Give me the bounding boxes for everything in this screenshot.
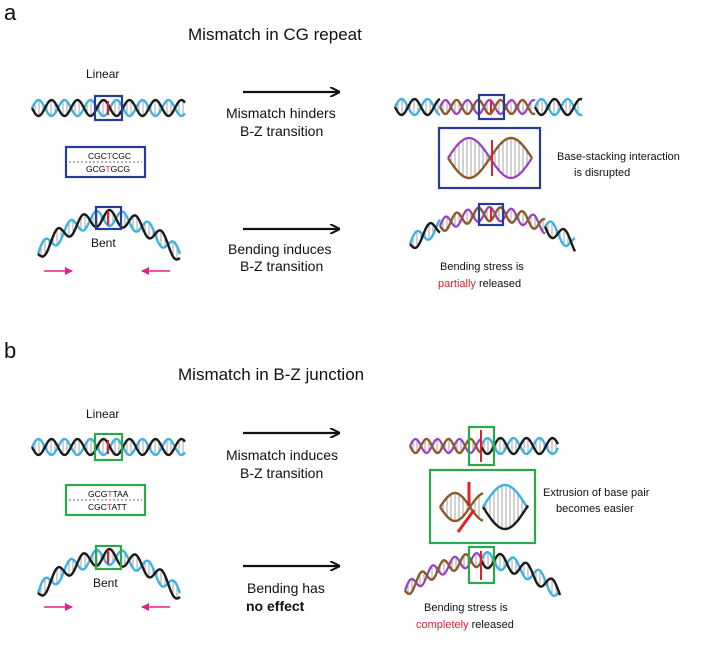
dna-strand: [439, 99, 536, 115]
panel-b-letter: b: [4, 338, 16, 363]
dna-strand: [439, 491, 484, 522]
panel-a-bent-dna: [36, 208, 182, 261]
panel-b-zoom-box: [428, 468, 537, 545]
panel-b-result-2-line-2: completely released: [416, 619, 514, 631]
panel-b-bent-box: [94, 544, 123, 571]
panel-a-bent-label: Bent: [91, 236, 116, 250]
panel-a-result-linear-box: [477, 93, 506, 121]
panel-a-arrow-2-line-1: Bending induces: [228, 241, 332, 257]
panel-a-result-2-line-2: partially released: [438, 278, 521, 290]
dna-strand: [393, 97, 441, 117]
dna-strand: [438, 98, 536, 116]
dna-strand: [36, 209, 182, 255]
panel-a-zoom-helix: [447, 136, 533, 180]
panel-b-result-1-line-2: becomes easier: [556, 503, 634, 515]
panel-b-result-linear-box: [467, 425, 496, 467]
dna-strand: [479, 436, 560, 456]
dna-strand: [533, 97, 583, 117]
panel-b-arrow-2-line-2: no effect: [246, 598, 305, 614]
panel-b-title: Mismatch in B-Z junction: [178, 365, 364, 384]
panel-b-result-bent-box: [467, 545, 496, 585]
panel-b-result-1-line-1: Extrusion of base pair: [543, 487, 650, 499]
panel-a-arrow-2-line-2: B-Z transition: [240, 258, 323, 274]
panel-b-linear-dna: [30, 437, 186, 457]
panel-a-zoom-box: [437, 126, 542, 190]
panel-a-linear-label: Linear: [86, 67, 119, 81]
panel-a-result-1-line-2: is disrupted: [574, 167, 630, 179]
panel-a-seq-top: CGCTCGC: [88, 151, 131, 161]
panel-a-result-bent-dna: [408, 206, 577, 252]
dna-strand: [408, 218, 442, 245]
dna-strand: [479, 550, 561, 598]
dna-strand: [36, 548, 182, 594]
panel-a-bent-box: [94, 205, 123, 231]
dna-strand: [439, 206, 546, 233]
panel-a-arrow-1-line-2: B-Z transition: [240, 123, 323, 139]
dna-strand: [543, 226, 577, 252]
panel-a-result-1-line-1: Base-stacking interaction: [557, 151, 680, 163]
dna-strand: [37, 547, 181, 600]
dna-strand: [447, 136, 533, 180]
panel-b-sequence-box: [64, 483, 147, 517]
panel-a-sequence-box: [64, 145, 147, 179]
panel-b-result-2-line-1: Bending stress is: [424, 602, 508, 614]
panel-a-result-bent-box: [477, 202, 505, 227]
panel-b-result-linear-dna: [408, 430, 560, 462]
dna-strand: [409, 221, 441, 250]
panel-b-linear-label: Linear: [86, 407, 119, 421]
panel-a-result-linear-dna: [393, 97, 583, 117]
panel-a-arrow-1-line-1: Mismatch hinders: [226, 105, 336, 121]
panel-b-seq-bottom: CGCTATT: [88, 502, 127, 512]
dna-strand: [393, 97, 441, 117]
panel-b: b Mismatch in B-Z junction Linear GCGTTA…: [4, 338, 650, 631]
panel-a-linear-box: [93, 94, 124, 122]
panel-b-arrow-1-line-1: Mismatch induces: [226, 447, 338, 463]
dna-strand: [481, 483, 530, 510]
dna-strand: [37, 208, 181, 261]
dna-strand: [544, 220, 576, 248]
panel-b-result-bent-dna: [403, 550, 562, 598]
dna-strand: [439, 492, 484, 523]
panel-b-arrow-1-line-2: B-Z transition: [240, 465, 323, 481]
panel-b-zoom-helix: [439, 482, 530, 533]
panel-b-linear-box: [93, 432, 124, 462]
panel-a-seq-bottom: GCGTGCG: [86, 164, 130, 174]
extruded-base-mark: [456, 509, 476, 533]
panel-b-arrow-2-line-1: Bending has: [247, 580, 325, 596]
panel-b-seq-top: GCGTTAA: [88, 489, 129, 499]
panel-b-bent-label: Bent: [93, 576, 118, 590]
panel-a-letter: a: [4, 0, 17, 25]
panel-b-bent-dna: [36, 547, 182, 600]
panel-a-result-2-line-1: Bending stress is: [440, 261, 524, 273]
panel-a-linear-dna: [30, 98, 186, 118]
dna-strand: [481, 504, 530, 531]
panel-a-title: Mismatch in CG repeat: [188, 25, 362, 44]
panel-a: a Mismatch in CG repeat Linear CGCTCGC G…: [4, 0, 680, 290]
